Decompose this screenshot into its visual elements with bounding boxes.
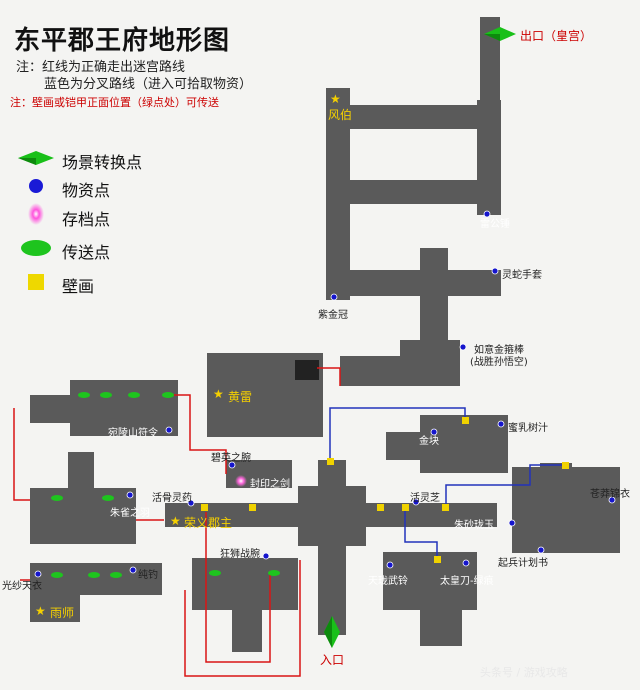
star-icon: ★ — [213, 387, 224, 401]
entrance-label: 入口 — [320, 653, 345, 667]
note-teleport: 注：壁画或铠甲正面位置（绿点处）可传送 — [10, 96, 219, 109]
location-rongyi: 荣义郡主 — [184, 516, 233, 530]
item-label: 太皇刀-绿痕 — [440, 576, 494, 587]
item-label: 活灵芝 — [410, 493, 440, 504]
item-label: 朱砂珑玉 — [454, 520, 494, 531]
item-label: 紫金冠 — [318, 310, 348, 321]
location-huanglei: 黄雷 — [228, 390, 253, 404]
note-red-route: 注：红线为正确走出迷宫路线 — [16, 60, 186, 75]
map-title: 东平郡王府地形图 — [14, 26, 231, 56]
supply-points — [34, 210, 616, 578]
item-label: 如意金箍棒 — [474, 345, 524, 356]
legend-teleport-icon — [21, 240, 51, 256]
item-label: 苍莽锦衣 — [590, 489, 630, 500]
legend-mural-icon — [28, 274, 44, 290]
location-yushi: 雨师 — [50, 606, 75, 620]
note-blue-route: 蓝色为分叉路线（进入可拾取物资） — [44, 77, 253, 92]
item-label: 封印之剑 — [250, 479, 290, 490]
item-label: 宛陵山符令 — [108, 428, 158, 439]
item-label: 朱雀之羽 — [110, 508, 150, 519]
legend-supply: 物资点 — [62, 181, 111, 200]
item-label: 天珑武铃 — [368, 576, 408, 587]
maze-floor — [30, 17, 620, 652]
star-icon: ★ — [35, 604, 46, 618]
watermark: 头条号 / 游戏攻略 — [480, 666, 568, 679]
item-label: 雷公锤 — [480, 219, 510, 230]
legend-save: 存档点 — [62, 210, 111, 229]
legend-supply-icon — [29, 179, 43, 193]
entrance-scene-switch-icon — [324, 616, 340, 648]
legend-mural: 壁画 — [62, 277, 95, 296]
item-label: 活骨灵药 — [152, 493, 192, 504]
legend-save-icon — [28, 203, 44, 225]
teleport-points — [51, 392, 280, 578]
legend-teleport: 传送点 — [62, 243, 111, 262]
item-label: 起兵计划书 — [498, 558, 548, 569]
item-label: 纯钓 — [138, 570, 158, 581]
item-label: 灵蛇手套 — [502, 270, 542, 281]
branch-route — [329, 407, 565, 556]
save-point — [235, 475, 247, 487]
legend-scene-switch: 场景转换点 — [62, 153, 143, 172]
exit-label: 出口（皇宫） — [520, 29, 593, 43]
murals — [201, 417, 569, 563]
star-icon: ★ — [330, 92, 341, 106]
item-label: 碧英之腕 — [211, 453, 251, 464]
item-label: 光纱天衣 — [2, 581, 42, 592]
correct-route — [13, 367, 341, 677]
item-label: (战胜孙悟空) — [470, 357, 528, 368]
item-label: 狂狮战腕 — [220, 549, 260, 560]
exit-scene-switch-icon — [484, 27, 516, 41]
item-label: 金块 — [419, 436, 439, 447]
star-icon: ★ — [170, 514, 181, 528]
legend-scene-switch-icon — [18, 151, 54, 165]
location-fengbo: 风伯 — [328, 108, 353, 122]
item-label: 蜜乳树汁 — [508, 423, 548, 434]
